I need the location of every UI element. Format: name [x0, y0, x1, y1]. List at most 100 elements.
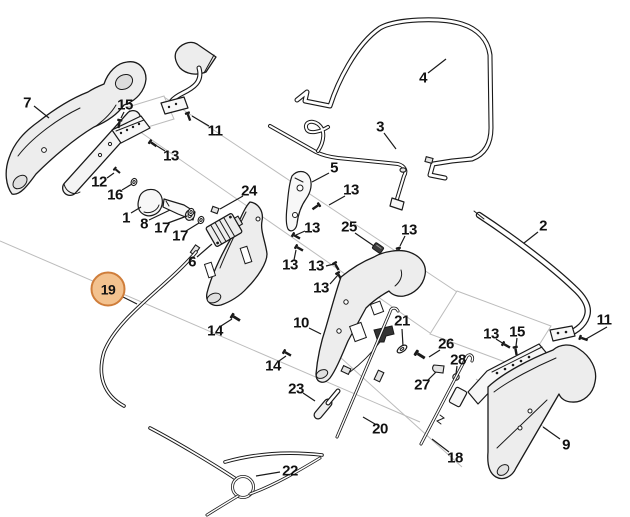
part-label-8[interactable]: 8 [140, 215, 148, 233]
part-label-13[interactable]: 13 [308, 257, 324, 275]
part-4-handlebar-loop [294, 17, 494, 181]
part-label-20[interactable]: 20 [372, 420, 388, 438]
part-label-10[interactable]: 10 [293, 314, 309, 332]
leader-line-14 [278, 355, 287, 362]
leader-line-17 [185, 222, 200, 232]
part-label-11[interactable]: 11 [596, 311, 612, 329]
console-center-left [203, 201, 268, 307]
part-label-22[interactable]: 22 [282, 462, 298, 480]
leader-line-3 [383, 132, 397, 150]
leader-line-8 [148, 209, 171, 221]
leader-line-7 [33, 105, 50, 119]
part-18-rod [419, 353, 474, 446]
leader-line-15 [120, 111, 125, 119]
part-1-knob [137, 188, 163, 217]
leader-line-13 [293, 249, 297, 261]
washer-21 [396, 344, 408, 354]
cap-25 [371, 242, 385, 254]
part-label-17[interactable]: 17 [172, 227, 188, 245]
part-label-14[interactable]: 14 [265, 357, 281, 375]
leader-line-1 [130, 206, 142, 214]
leader-line-22 [255, 471, 281, 477]
part-3-wire-bar [268, 119, 408, 211]
leader-line-25 [354, 232, 375, 247]
part-label-15[interactable]: 15 [509, 323, 525, 341]
part-6-block [205, 213, 244, 247]
leader-line-13 [325, 263, 335, 267]
part-label-16[interactable]: 16 [107, 186, 123, 204]
leader-line-13 [156, 145, 166, 152]
leader-line-18 [431, 438, 450, 453]
leader-line-12 [106, 172, 115, 179]
part-label-5[interactable]: 5 [330, 159, 338, 177]
part-11-bracket-top [160, 41, 217, 115]
leader-line-5 [311, 172, 330, 183]
leader-line-10 [308, 327, 322, 335]
leader-line-26 [428, 349, 441, 358]
leader-line-6 [196, 243, 213, 258]
part-label-13[interactable]: 13 [313, 279, 329, 297]
bracket-left [111, 115, 151, 144]
part-label-11[interactable]: 11 [207, 122, 223, 140]
part-22-cable [148, 426, 324, 517]
leader-line-11 [191, 115, 210, 127]
part-label-28[interactable]: 28 [450, 351, 466, 369]
part-label-18[interactable]: 18 [447, 449, 463, 467]
part-9-housing [487, 344, 597, 480]
leader-line-19 [122, 296, 138, 305]
part-label-17[interactable]: 17 [154, 219, 170, 237]
leader-line-15 [515, 337, 518, 347]
part-label-13[interactable]: 13 [163, 147, 179, 165]
part-label-13[interactable]: 13 [282, 256, 298, 274]
part-label-6[interactable]: 6 [188, 253, 196, 271]
part-7-housing [5, 61, 147, 195]
leader-line-4 [427, 58, 447, 74]
leader-line-17 [167, 215, 188, 224]
part-2-tube [473, 210, 592, 342]
part-label-13[interactable]: 13 [343, 181, 359, 199]
leader-line-14 [220, 318, 233, 327]
leader-line-21 [401, 328, 404, 347]
part-label-21[interactable]: 21 [394, 312, 410, 330]
part-label-27[interactable]: 27 [414, 376, 430, 394]
part-5-bracket [285, 170, 312, 232]
part-label-13[interactable]: 13 [401, 221, 417, 239]
part-label-13[interactable]: 13 [483, 325, 499, 343]
leader-line-27 [427, 371, 437, 381]
part-label-7[interactable]: 7 [23, 94, 31, 112]
leader-line-13 [328, 195, 346, 206]
leader-line-28 [455, 365, 458, 375]
part-label-14[interactable]: 14 [207, 322, 223, 340]
part-19-cable [99, 244, 201, 408]
leader-line-23 [302, 392, 316, 402]
leader-line-13 [295, 230, 306, 236]
part-label-2[interactable]: 2 [539, 217, 547, 235]
leader-line-13 [329, 274, 339, 285]
cap-27 [432, 364, 445, 374]
part-label-26[interactable]: 26 [438, 335, 454, 353]
part-label-25[interactable]: 25 [341, 218, 357, 236]
leader-line-9 [542, 426, 561, 440]
part-label-1[interactable]: 1 [122, 209, 130, 227]
part-label-23[interactable]: 23 [288, 380, 304, 398]
part-10-console [315, 250, 427, 383]
leader-line-2 [523, 231, 539, 244]
part-label-13[interactable]: 13 [304, 219, 320, 237]
part-label-9[interactable]: 9 [562, 436, 570, 454]
leader-line-11 [585, 326, 608, 340]
part-label-3[interactable]: 3 [376, 118, 384, 136]
leader-line-16 [121, 183, 133, 191]
leader-lines [33, 58, 608, 477]
leader-line-24 [219, 195, 244, 210]
leader-line-13 [495, 338, 505, 345]
part-label-12[interactable]: 12 [91, 173, 107, 191]
part-label-24[interactable]: 24 [241, 182, 257, 200]
nut-24 [210, 205, 220, 215]
part-label-4[interactable]: 4 [419, 69, 427, 87]
part-20-rod [335, 306, 400, 439]
part-23-sleeve [313, 388, 341, 420]
part-label-15[interactable]: 15 [117, 96, 133, 114]
part-label-19-selected[interactable]: 19 [90, 271, 126, 307]
